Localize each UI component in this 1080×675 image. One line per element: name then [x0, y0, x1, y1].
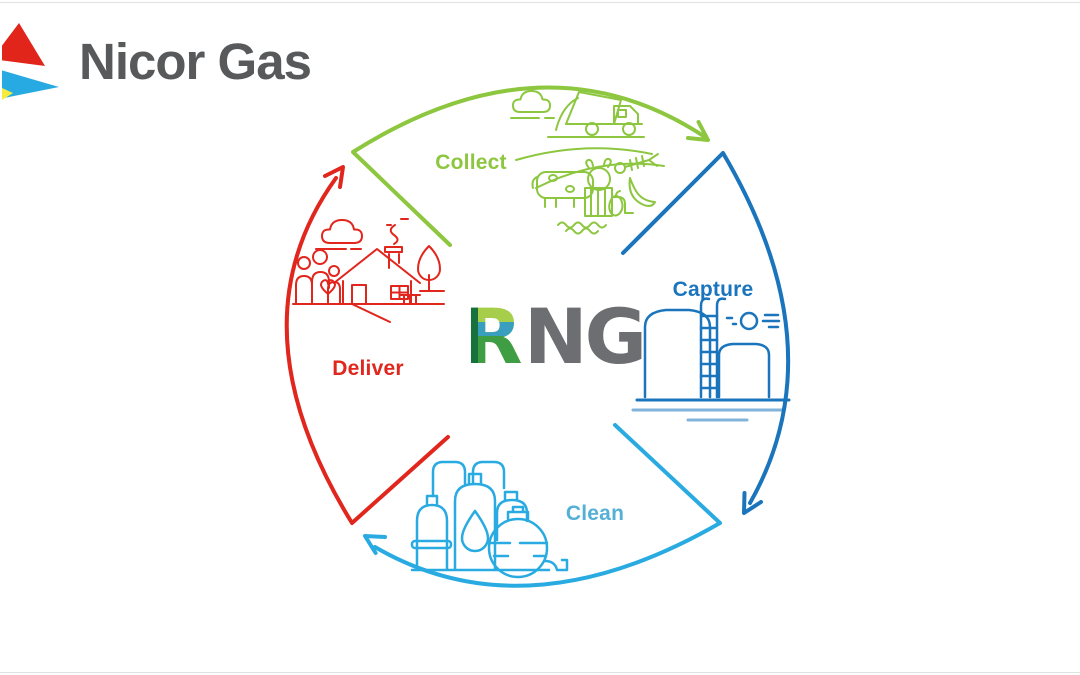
- rng-letter-r: R R R R: [464, 302, 522, 377]
- clean-arc: [363, 423, 722, 588]
- cloud-icon: [510, 90, 555, 119]
- cloud-icon: [315, 219, 363, 250]
- capture-icons: [631, 297, 791, 422]
- ladder-icon: [699, 297, 727, 399]
- bottom-divider: [0, 672, 1080, 673]
- clean-arrowhead: [363, 534, 387, 555]
- storage-tanks-icon: [643, 308, 771, 399]
- brand-header: Nicor Gas: [2, 22, 312, 100]
- svg-text:R: R: [464, 302, 521, 377]
- deliver-arrowhead: [323, 165, 345, 189]
- ground-lines: [631, 398, 791, 422]
- banana-peel-icon: [628, 177, 656, 207]
- capture-arrowhead: [742, 491, 763, 515]
- gas-cylinders-icon: [410, 460, 551, 572]
- svg-text:R: R: [464, 302, 521, 377]
- top-divider: [0, 2, 1080, 3]
- rng-logo: R R R R NG: [464, 302, 647, 377]
- ground-line: [292, 290, 445, 323]
- capture-label: Capture: [672, 278, 754, 301]
- sun-icon: [725, 311, 781, 331]
- svg-text:R: R: [464, 302, 521, 377]
- nicor-triangle-logo-icon: [2, 23, 59, 100]
- fish-skeleton-icon: [614, 153, 659, 174]
- clean-label: Clean: [565, 502, 625, 525]
- sphere-tank-icon: [487, 505, 569, 579]
- deliver-label: Deliver: [332, 357, 404, 380]
- capture-arc: [621, 151, 791, 515]
- collect-arc: [351, 85, 710, 247]
- brand-name: Nicor Gas: [79, 32, 312, 90]
- deliver-icons: [292, 218, 445, 323]
- chimney-smoke-icon: [384, 218, 409, 269]
- droplet-icon: [460, 509, 490, 553]
- collect-arrowhead: [686, 120, 710, 142]
- svg-text:R: R: [464, 302, 521, 377]
- family-icon: [295, 249, 341, 305]
- tree-icon: [417, 245, 441, 292]
- rng-letters-ng: NG: [524, 302, 644, 377]
- deliver-arc: [284, 165, 450, 525]
- dump-truck-icon: [547, 91, 645, 138]
- house-icon: [333, 248, 421, 305]
- heart-icon: [319, 279, 337, 295]
- collect-label: Collect: [435, 151, 507, 174]
- clean-icons: [410, 460, 569, 579]
- water-waves: [557, 221, 607, 235]
- field-lines: [515, 147, 665, 189]
- digester-icon: [584, 187, 634, 217]
- collect-icons: [510, 90, 665, 235]
